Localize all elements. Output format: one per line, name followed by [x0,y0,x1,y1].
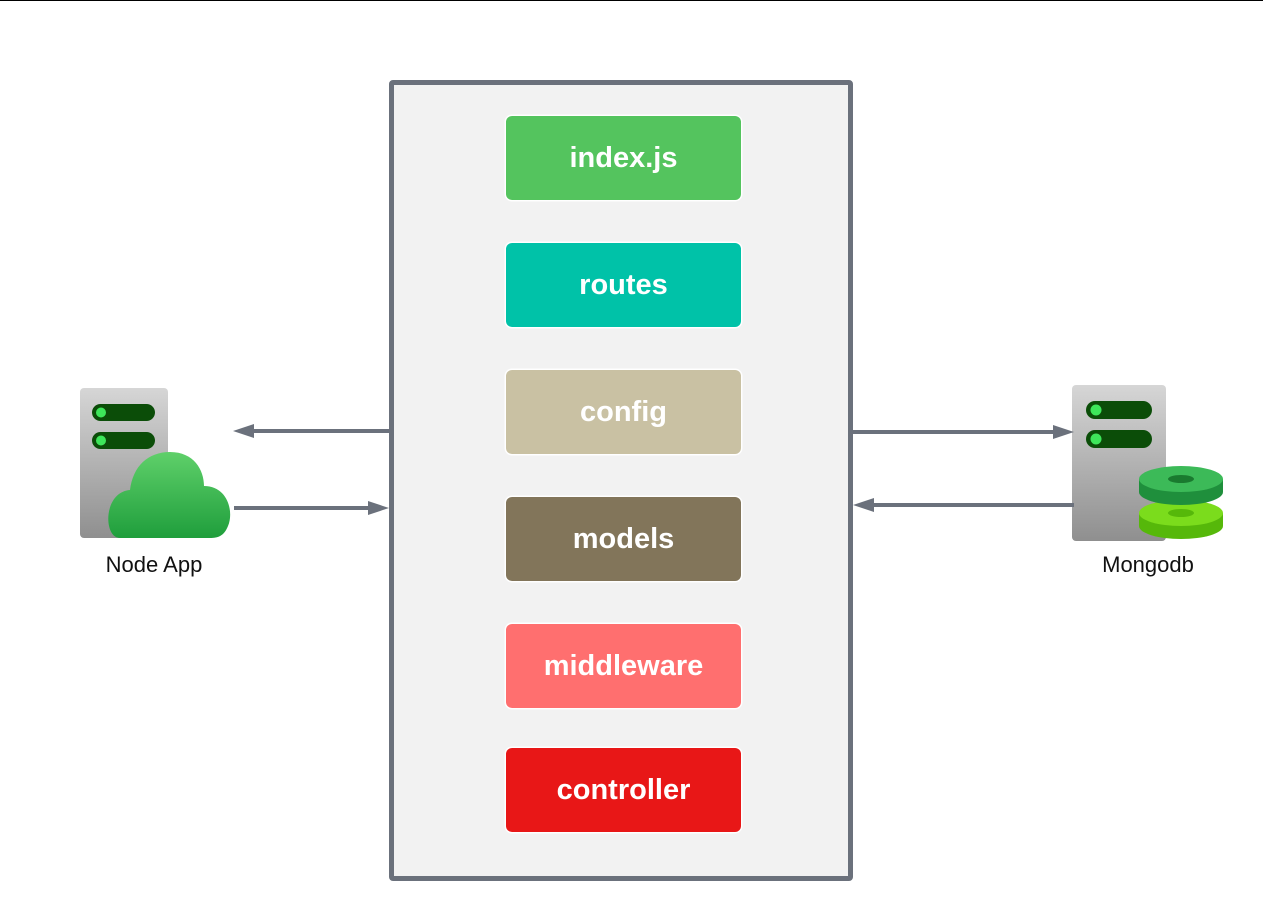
module-config: config [506,370,741,454]
module-middleware: middleware [506,624,741,708]
module-index-js: index.js [506,116,741,200]
mongodb-server-icon [1072,385,1223,541]
top-rule [0,0,1263,1]
module-routes: routes [506,243,741,327]
node-app-label: Node App [105,552,203,577]
module-models: models [506,497,741,581]
app-structure-container: index.js routes config models middleware… [389,80,853,881]
mongodb-label: Mongodb [1102,552,1194,577]
module-controller: controller [506,748,741,832]
node-app-server-icon [80,388,231,538]
